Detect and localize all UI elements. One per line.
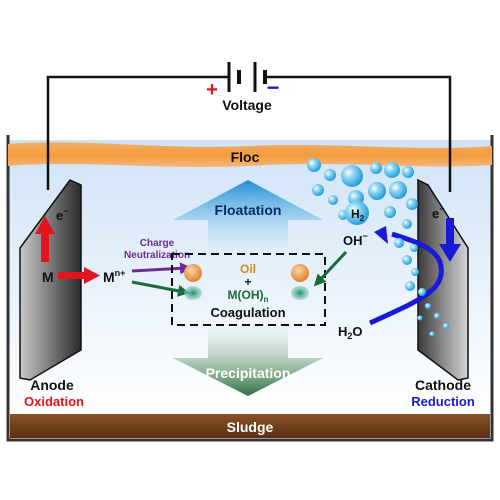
coagulation-label: Coagulation [210,305,285,320]
floc-label: Floc [231,149,260,165]
metal-hydroxide-label: M(OH)n [228,288,269,304]
floatation-label: Floatation [215,202,282,218]
anode-label: Anode [30,377,74,393]
ion-to-hydroxide-arrow [131,280,190,297]
charge-neutralization-label-line1: Charge [140,238,175,249]
hydrogen-bubble-large [345,201,369,225]
hydroxide-ion-label: OH− [343,231,368,248]
reduction-label: Reduction [411,394,475,409]
anode-electrode [19,179,82,381]
tank-outline [6,135,494,442]
floc-layer [8,142,492,167]
oxidation-arrow [58,267,100,284]
precipitation-label: Precipitation [206,365,291,381]
oxidation-label: Oxidation [24,394,84,409]
precipitation-arrow [173,325,323,396]
battery-icon [227,62,267,92]
oil-label: Oil [240,262,256,276]
hydrogen-label: H2 [351,207,365,223]
hydroxide-particle-left [184,286,202,300]
hydroxide-particle-right [291,286,309,300]
water-label: H2O [338,324,363,341]
coagulation-box [171,253,326,326]
metal-label: M [42,269,54,285]
anode-electron-label: e− [56,206,69,223]
reduction-arrowhead [374,226,388,244]
hydroxide-ion-arrow [313,250,348,287]
voltage-label: Voltage [222,97,272,113]
cathode-electrode [417,178,469,381]
sludge-layer [10,414,490,438]
wire-right [266,75,452,192]
sludge-label: Sludge [227,419,274,435]
metal-ion-label: Mn+ [103,268,125,285]
charge-neutralization-arrow [131,262,192,275]
anode-electron-arrow [35,216,55,262]
oil-droplet-left [184,264,202,282]
negative-terminal-sign: − [267,75,280,100]
cathode-label: Cathode [415,377,471,393]
charge-neutralization-label-line2: Neutralization [124,250,190,261]
wire-left [46,75,228,190]
cathode-electron-label: e− [432,204,445,221]
plus-sign: + [244,275,251,289]
positive-terminal-sign: + [206,79,218,101]
reduction-reaction-curve [368,231,444,326]
floatation-arrow [173,180,323,255]
oil-droplet-right [291,264,309,282]
cathode-electron-arrow [439,218,461,262]
